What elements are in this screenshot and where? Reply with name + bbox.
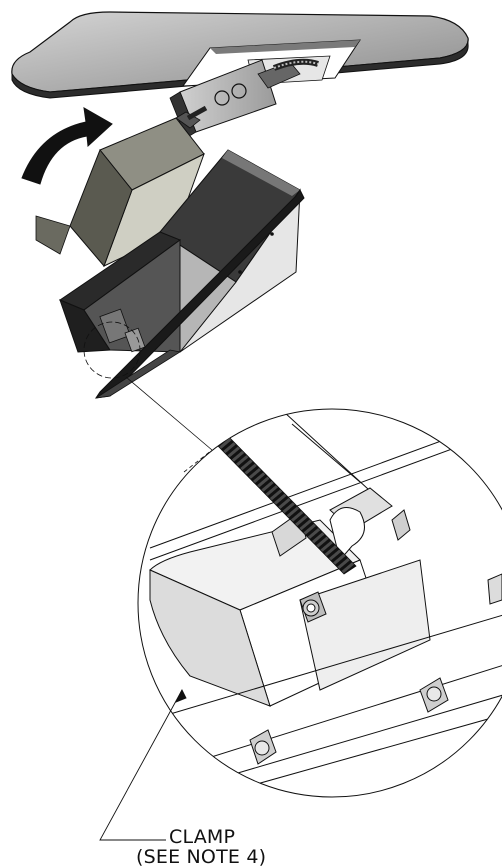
clamp-label-line2: (SEE NOTE 4) [136, 846, 267, 868]
driver-box [35, 105, 208, 267]
clamp-label-line1: CLAMP [169, 826, 236, 848]
magnified-detail [137, 408, 502, 798]
leader-lines [125, 376, 213, 473]
downlight-housing [58, 149, 305, 399]
clamp-label: CLAMP [169, 826, 235, 848]
curved-arrow-icon [21, 107, 113, 185]
see-note-label: (SEE NOTE 4) [136, 846, 266, 868]
detail-circle [83, 321, 141, 379]
clamp-leader [99, 688, 187, 841]
